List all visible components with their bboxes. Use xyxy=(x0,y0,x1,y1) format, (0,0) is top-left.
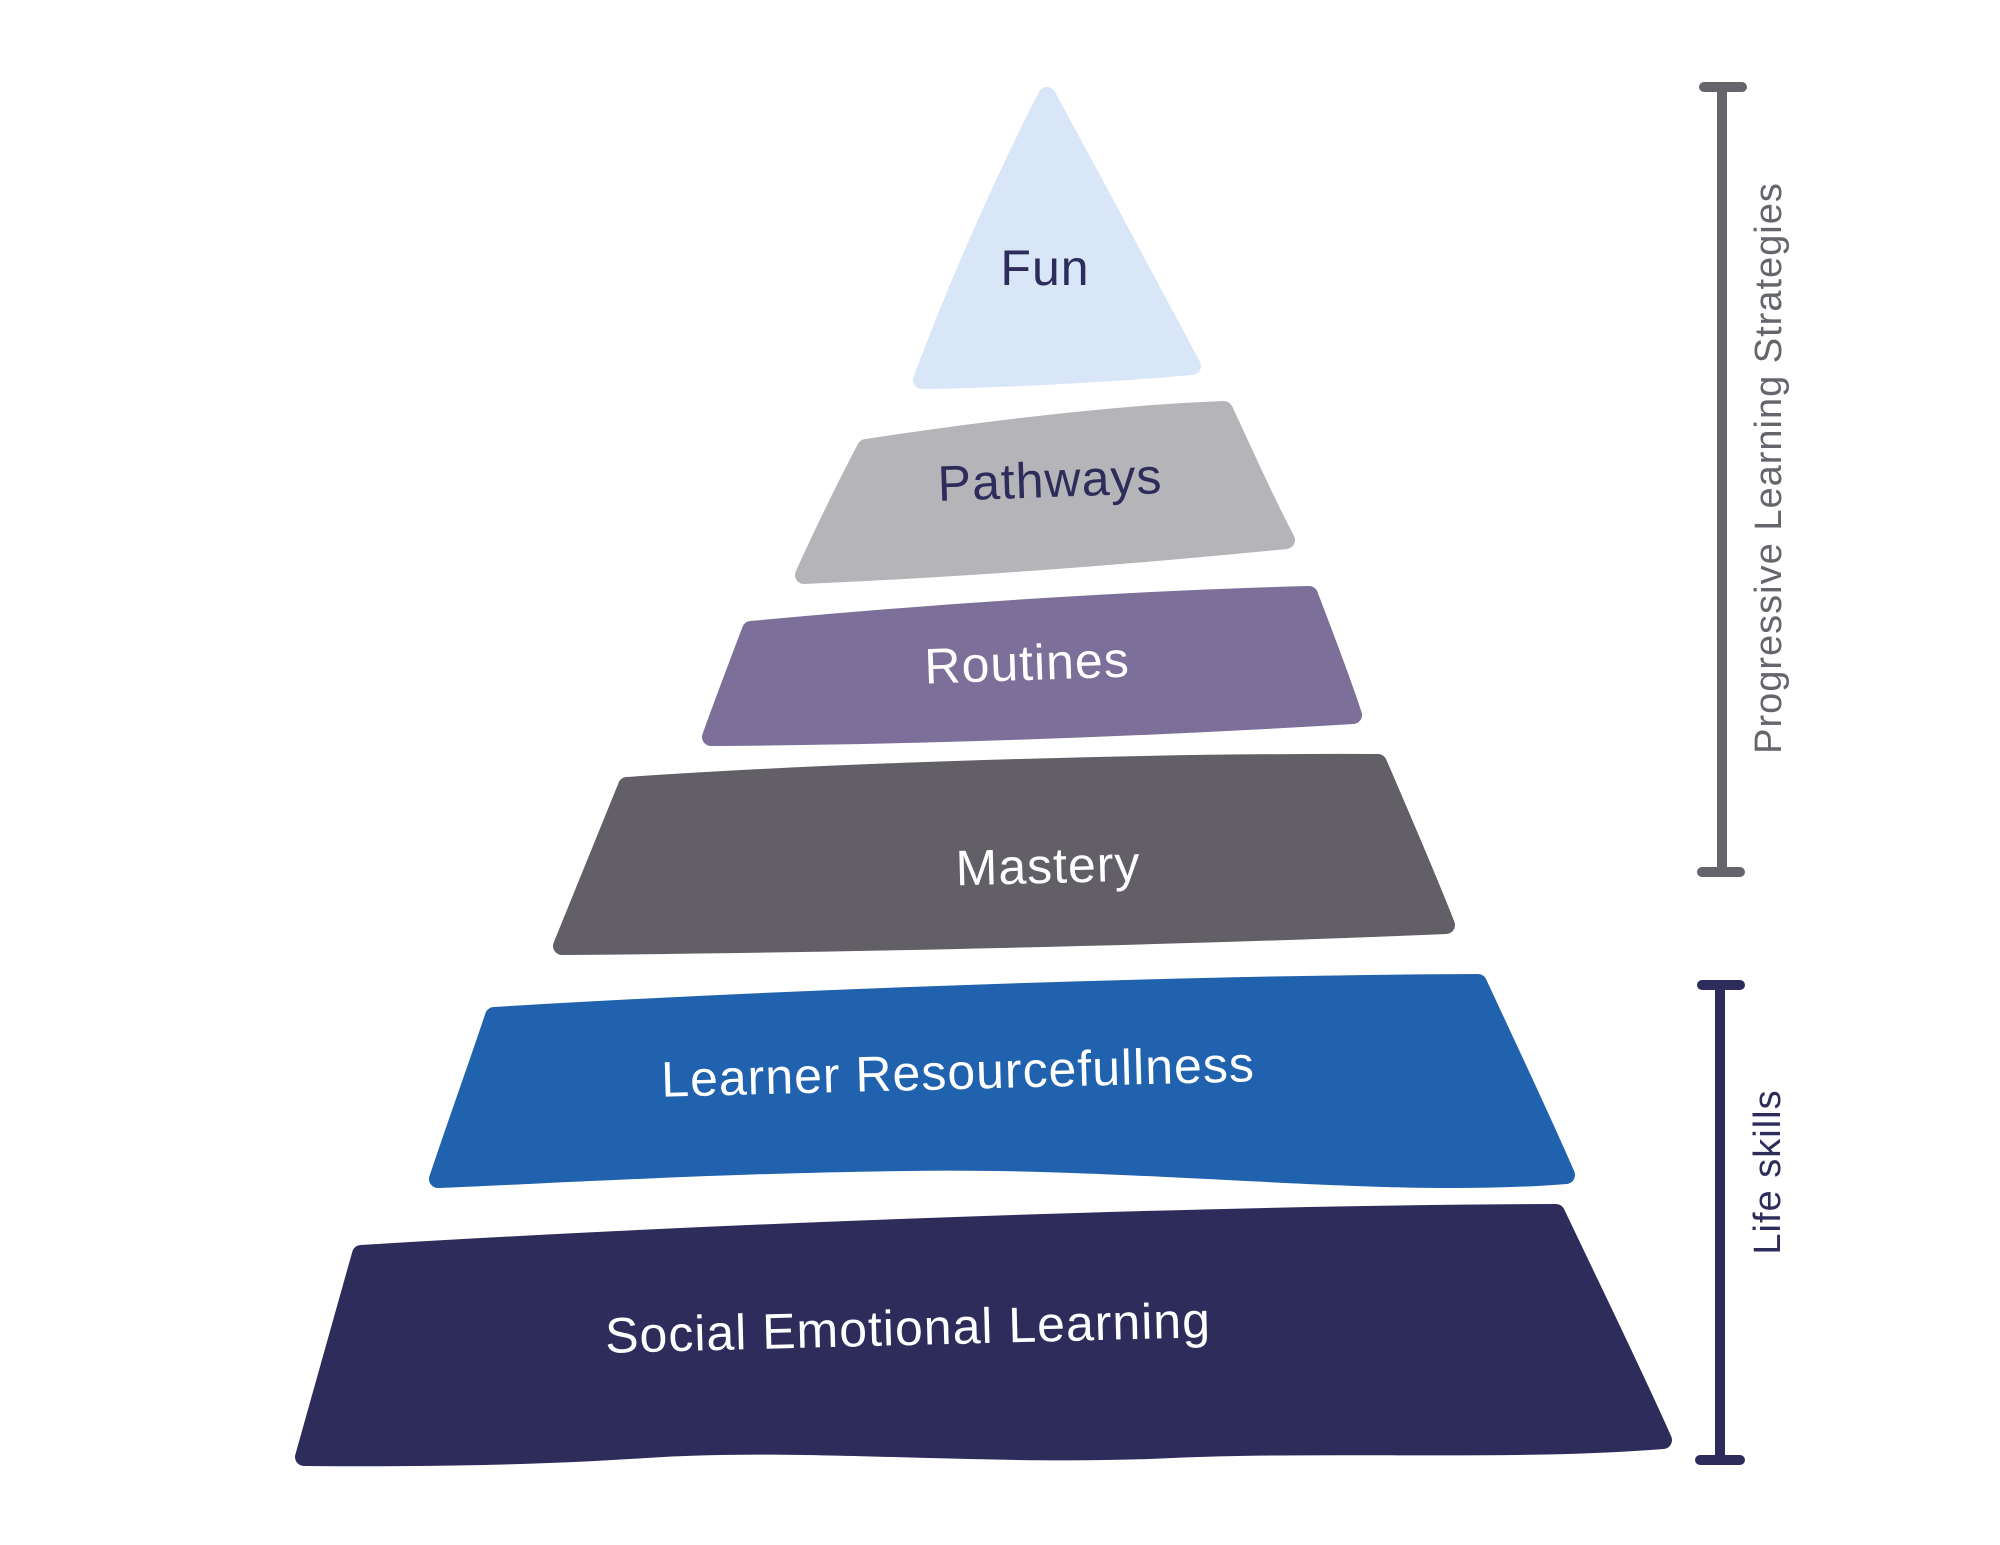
bracket-life-skills xyxy=(1695,980,1745,1465)
level-learner-resourcefullness-shape xyxy=(429,974,1575,1189)
level-fun-shape xyxy=(913,87,1201,389)
level-learner-resourcefullness: Learner Resourcefullness xyxy=(429,974,1575,1189)
level-routines: Routines xyxy=(702,586,1362,746)
level-routines-shape xyxy=(702,586,1362,746)
level-mastery-shape xyxy=(553,753,1455,955)
level-mastery-label: Mastery xyxy=(955,836,1141,897)
level-routines-label: Routines xyxy=(923,631,1130,694)
level-pathways-label: Pathways xyxy=(937,448,1164,512)
bracket-progressive-learning-strategies xyxy=(1697,82,1747,877)
bracket-life-skills-label: Life skills xyxy=(1747,1089,1789,1254)
bracket-progressive-learning-strategies-label: Progressive Learning Strategies xyxy=(1748,182,1790,754)
level-mastery: Mastery xyxy=(553,753,1455,955)
level-pathways: Pathways xyxy=(795,401,1295,584)
level-social-emotional-learning: Social Emotional Learning xyxy=(295,1204,1672,1467)
level-social-emotional-learning-shape xyxy=(295,1204,1672,1467)
level-fun: Fun xyxy=(913,87,1201,389)
level-pathways-shape xyxy=(795,401,1295,584)
level-fun-label: Fun xyxy=(1000,240,1089,296)
